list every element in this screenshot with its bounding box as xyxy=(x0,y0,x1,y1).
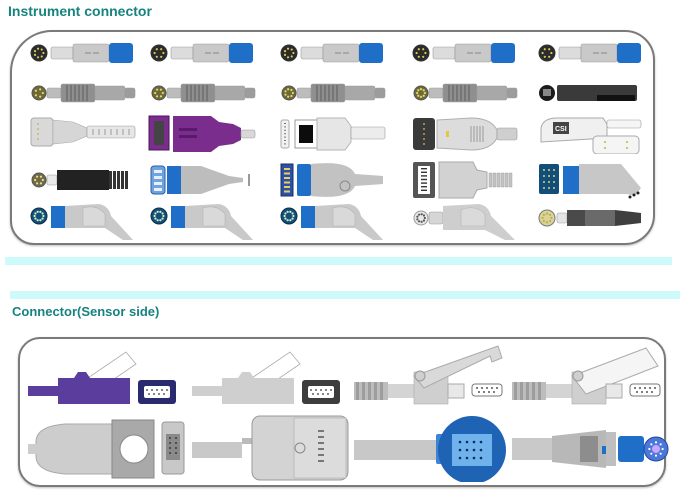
sensor-connector-purple-db9-clip xyxy=(26,342,186,412)
connector-illustration-icon xyxy=(280,117,386,151)
instrument-connector-round-7pin-metal-push-pull xyxy=(274,76,394,116)
connector-illustration-icon xyxy=(148,115,256,152)
connector-illustration-icon xyxy=(192,351,340,404)
instrument-connector-round-8pin-dark-gray xyxy=(532,200,652,240)
section-title-instrument-connector: Instrument connector xyxy=(8,3,152,19)
divider-band-top xyxy=(5,257,672,265)
instrument-connector-blue-11pin-gray-angled xyxy=(24,200,144,240)
connector-illustration-icon xyxy=(30,43,133,63)
connector-illustration-icon xyxy=(280,204,383,240)
instrument-connector-grid: CSI xyxy=(24,36,649,241)
connector-illustration-icon xyxy=(512,347,661,405)
instrument-connector-round-6pin-blue-plug xyxy=(532,36,652,76)
connector-illustration-icon xyxy=(151,83,256,103)
sensor-connector-grid xyxy=(22,342,669,484)
instrument-connector-round-7pin-blue-plug xyxy=(24,36,144,76)
svg-text:CSI: CSI xyxy=(555,126,567,133)
connector-illustration-icon xyxy=(28,419,185,479)
sensor-connector-gray-ring-db9 xyxy=(26,412,186,482)
instrument-connector-blue-8pin-gray-tapered xyxy=(144,160,264,200)
instrument-connector-round-6pin-blue-plug xyxy=(406,36,526,76)
connector-illustration-icon: CSI xyxy=(540,117,642,155)
instrument-connector-round-6pin-blue-plug xyxy=(144,36,264,76)
instrument-connector-blue-6pin-gray-round xyxy=(274,160,394,200)
instrument-connector-round-6pin-black-ribbed xyxy=(24,160,144,200)
connector-illustration-icon xyxy=(413,204,515,240)
connector-illustration-icon xyxy=(31,170,128,190)
connector-illustration-icon xyxy=(354,345,503,405)
sensor-connector-blue-round-housing xyxy=(352,412,512,484)
connector-illustration-icon xyxy=(512,430,669,468)
connector-illustration-icon xyxy=(354,416,506,484)
instrument-connector-round-7pin-blue-plug xyxy=(274,36,394,76)
connector-illustration-icon xyxy=(538,209,641,227)
connector-illustration-icon xyxy=(150,43,253,63)
sensor-connector-gray-db9-latch-clip xyxy=(510,342,670,412)
instrument-connector-blue-12pin-gray-angled xyxy=(144,200,264,240)
connector-illustration-icon xyxy=(413,117,518,151)
sensor-connector-gray-rectangular-housing xyxy=(190,412,350,482)
instrument-connector-db15-gray-ribbed xyxy=(406,160,526,200)
connector-illustration-icon xyxy=(30,117,136,147)
instrument-connector-round-6pin-metal-push-pull xyxy=(144,76,264,116)
instrument-connector-round-8pin-metal-push-pull xyxy=(406,76,526,116)
instrument-connector-white-ribbon-adapter xyxy=(274,114,394,154)
instrument-connector-purple-db-adapter xyxy=(144,114,264,154)
connector-illustration-icon xyxy=(150,204,253,240)
instrument-connector-gray-10pin-angled xyxy=(406,200,526,240)
connector-illustration-icon xyxy=(30,204,133,240)
connector-illustration-icon xyxy=(413,161,513,199)
sensor-connector-gray-hook-db9-clip xyxy=(352,342,512,412)
connector-illustration-icon xyxy=(28,351,176,404)
connector-illustration-icon xyxy=(281,83,386,103)
section-title-sensor-connector: Connector(Sensor side) xyxy=(12,304,160,319)
sensor-connector-gray-db9-clip xyxy=(190,342,350,412)
connector-illustration-icon xyxy=(539,164,641,199)
connector-illustration-icon xyxy=(538,43,641,63)
connector-illustration-icon xyxy=(539,85,637,101)
instrument-connector-mini-din-black xyxy=(532,76,652,116)
sensor-connector-gray-blue-round-7pin xyxy=(510,412,670,482)
instrument-connector-csi-white-adapter: CSI xyxy=(532,114,652,155)
connector-illustration-icon xyxy=(413,83,518,103)
instrument-connector-db9-gray-adapter xyxy=(24,114,144,154)
instrument-connector-blue-14pin-angled xyxy=(532,160,652,200)
connector-illustration-icon xyxy=(280,163,383,197)
connector-illustration-icon xyxy=(412,43,515,63)
connector-illustration-icon xyxy=(31,83,136,103)
connector-illustration-icon xyxy=(150,165,250,195)
instrument-connector-blue-11pin-gray-angled xyxy=(274,200,394,240)
divider-band-bottom xyxy=(10,291,680,299)
instrument-connector-db9-gray-oval-adapter xyxy=(406,114,526,154)
instrument-connector-round-5pin-metal-push-pull xyxy=(24,76,144,116)
connector-illustration-icon xyxy=(192,415,349,481)
connector-illustration-icon xyxy=(280,43,383,63)
